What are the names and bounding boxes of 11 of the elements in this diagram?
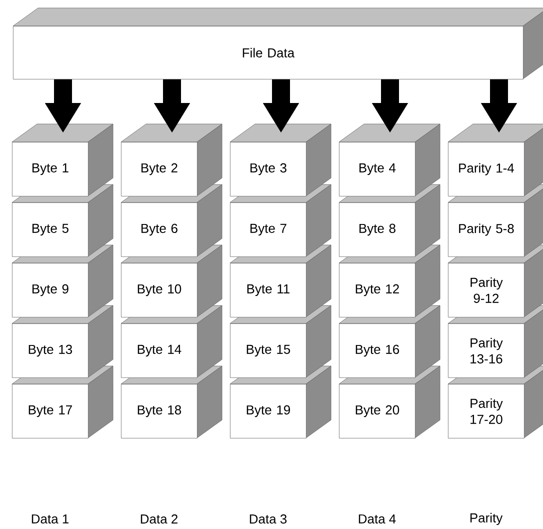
- data-cube: Parity 1-4: [448, 124, 543, 196]
- data-cube: Byte 1: [12, 124, 114, 196]
- column-label: Parity: [470, 512, 503, 526]
- data-cube: Byte 4: [338, 124, 440, 196]
- column-label: Data 3: [250, 514, 287, 524]
- data-cube: Byte 3: [230, 124, 332, 196]
- data-cube: Byte 2: [120, 124, 222, 196]
- file-data-block: File Data: [12, 8, 543, 80]
- column-label: Data 2: [140, 514, 178, 524]
- column-label: Data 4: [358, 514, 396, 524]
- column-label: Data 1: [32, 514, 69, 524]
